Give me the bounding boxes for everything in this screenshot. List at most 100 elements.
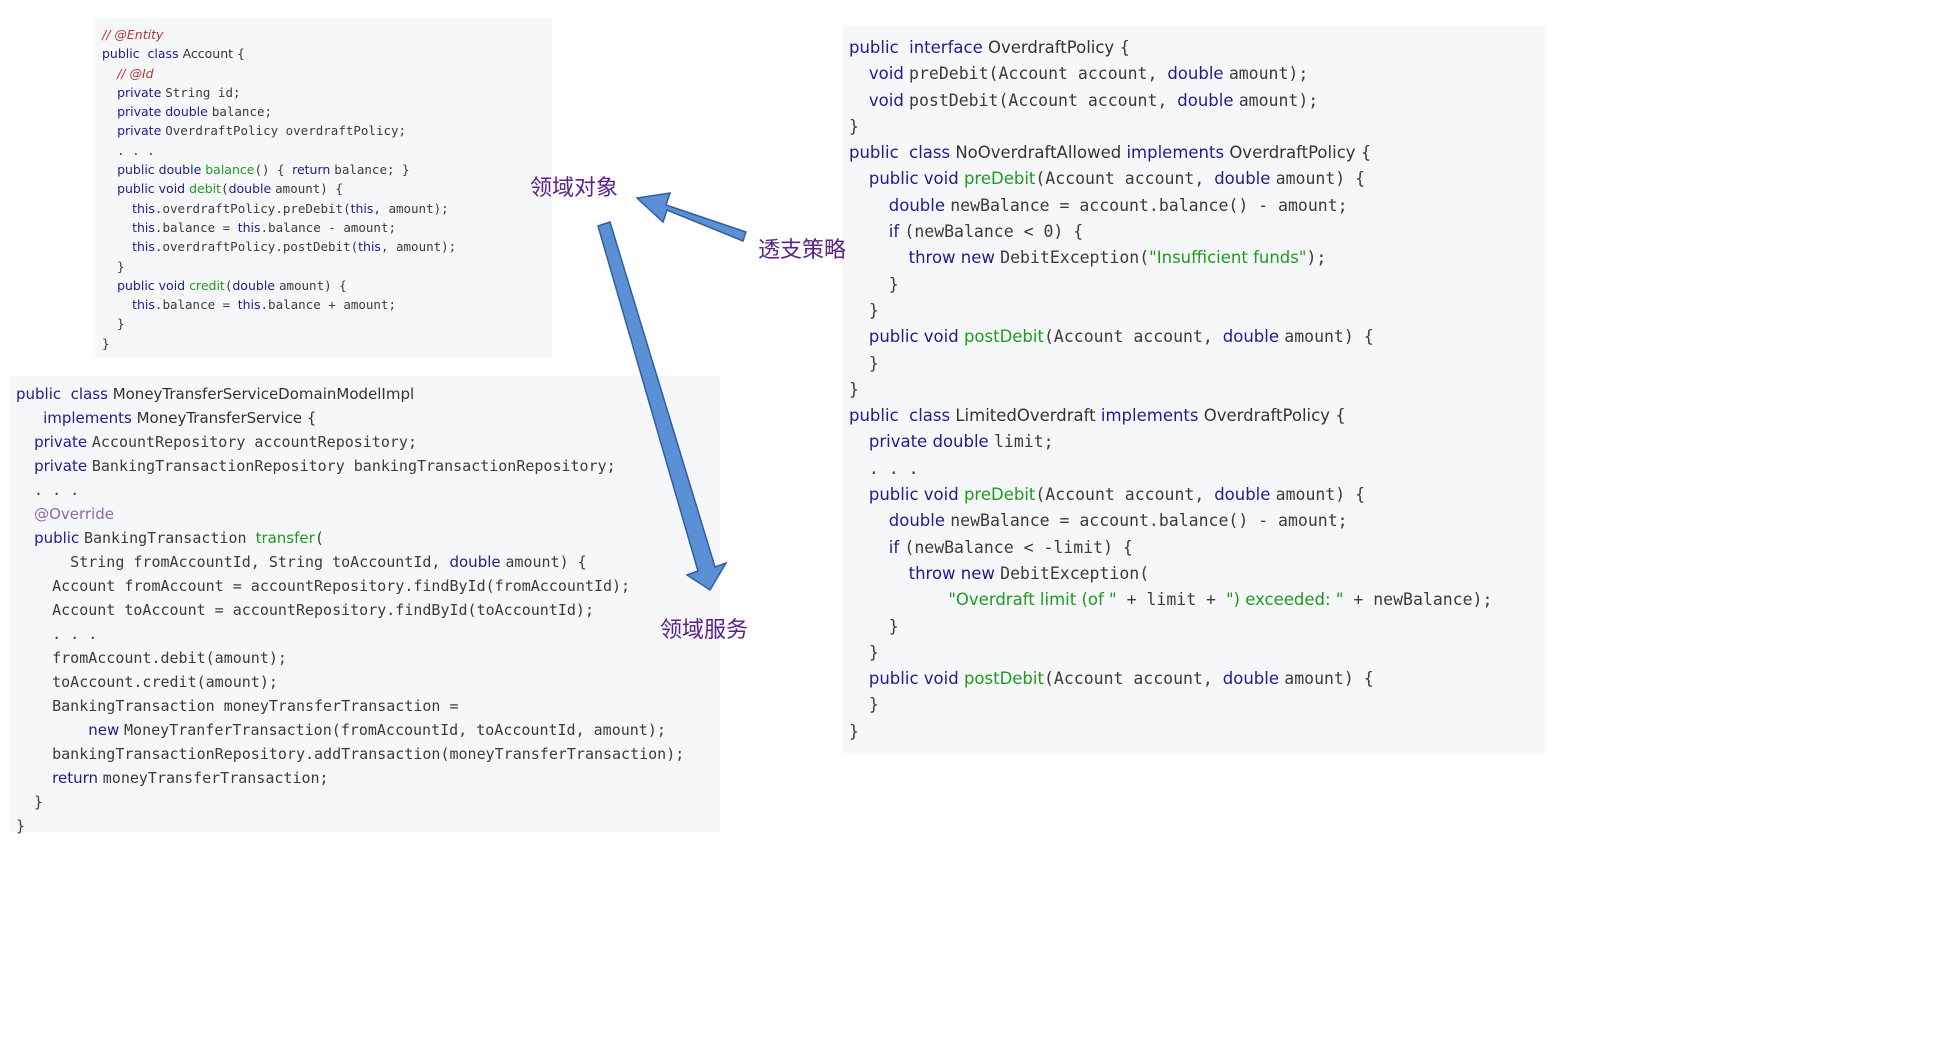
code-token: public: [868, 327, 924, 347]
code-token: debit: [189, 181, 222, 197]
code-token: if: [888, 537, 905, 557]
code-token: amount) {: [1284, 669, 1374, 689]
code-token: . . .: [849, 458, 919, 478]
code-token: this: [132, 297, 155, 313]
code-token: }: [849, 116, 859, 136]
code-token: "Overdraft limit (of ": [948, 590, 1117, 610]
code-line: . . .: [849, 456, 1492, 482]
code-line: }: [849, 614, 1492, 640]
code-line: }: [16, 814, 684, 838]
code-token: private: [34, 457, 92, 475]
code-token: newBalance = account.balance() - amount;: [950, 511, 1348, 531]
code-token: double: [888, 195, 951, 215]
code-token: DebitException(: [1000, 248, 1150, 268]
code-token: public: [34, 529, 84, 547]
code-token: implements: [43, 409, 137, 427]
code-token: (newBalance < 0) {: [904, 222, 1084, 242]
code-token: this: [237, 219, 261, 235]
code-token: public: [868, 485, 924, 505]
code-line: public void preDebit(Account account, do…: [849, 482, 1492, 508]
code-token: , amount);: [373, 200, 449, 216]
code-token: amount) {: [278, 277, 347, 293]
code-token: // @Entity: [102, 27, 164, 42]
code-line: this.overdraftPolicy.preDebit(this, amou…: [102, 199, 456, 218]
code-token: Account {: [182, 46, 245, 62]
code-token: private: [34, 433, 92, 451]
code-token: public class: [849, 406, 956, 426]
code-token: private: [117, 123, 166, 139]
code-token: () {: [254, 162, 293, 178]
code-token: new: [960, 248, 1001, 268]
code-token: throw: [908, 563, 961, 583]
code-line: }: [16, 790, 684, 814]
code-line: private String id;: [102, 83, 456, 102]
code-token: OverdraftPolicy {: [1203, 406, 1346, 426]
code-token: bankingTransactionRepository.addTransact…: [16, 745, 685, 763]
code-token: String fromAccountId, String toAccountId…: [16, 553, 450, 571]
code-token: double: [1214, 485, 1276, 505]
code-line: new MoneyTranferTransaction(fromAccountI…: [16, 718, 684, 742]
code-token: implements: [1126, 143, 1230, 163]
code-token: }: [849, 642, 879, 662]
code-token: }: [849, 695, 879, 715]
label-domain-service: 领域服务: [660, 618, 749, 643]
code-token: this: [358, 239, 381, 255]
code-token: , amount);: [380, 239, 457, 255]
code-token: postDebit: [963, 669, 1044, 689]
code-token: newBalance = account.balance() - amount;: [950, 195, 1348, 215]
code-line: public void postDebit(Account account, d…: [849, 324, 1492, 350]
code-token: void: [923, 169, 964, 189]
code-token: double: [1222, 327, 1285, 347]
code-token: NoOverdraftAllowed: [955, 143, 1127, 163]
code-line: this.balance = this.balance + amount;: [102, 295, 456, 314]
code-token: void: [923, 669, 964, 689]
code-token: }: [102, 316, 125, 332]
code-token: "Insufficient funds": [1149, 248, 1307, 268]
code-token: void: [158, 181, 190, 197]
code-line: this.overdraftPolicy.postDebit(this, amo…: [102, 237, 456, 256]
overdraft-policy-code-panel: public interface OverdraftPolicy { void …: [843, 26, 1545, 753]
code-token: . . .: [16, 481, 80, 499]
code-token: public class: [102, 46, 183, 62]
code-token: balance;: [211, 104, 273, 120]
code-line: String fromAccountId, String toAccountId…: [16, 550, 684, 574]
code-token: }: [849, 300, 879, 320]
code-token: MoneyTransferServiceDomainModelImpl: [112, 385, 415, 403]
code-token: void: [923, 485, 964, 505]
code-token: amount) {: [1284, 327, 1374, 347]
code-line: void preDebit(Account account, double am…: [849, 61, 1492, 87]
code-token: . . .: [102, 142, 155, 158]
code-token: MoneyTransferService {: [136, 409, 317, 427]
code-line: Account toAccount = accountRepository.fi…: [16, 598, 684, 622]
code-token: (Account account,: [1035, 485, 1215, 505]
code-token: transfer: [255, 529, 315, 547]
money-transfer-service-code: public class MoneyTransferServiceDomainM…: [16, 382, 684, 838]
code-line: // @Id: [102, 64, 456, 83]
code-token: (: [224, 277, 233, 293]
code-token: amount);: [1238, 90, 1319, 110]
code-line: void postDebit(Account account, double a…: [849, 88, 1492, 114]
code-token: OverdraftPolicy overdraftPolicy;: [165, 123, 407, 139]
code-token: preDebit: [963, 169, 1036, 189]
code-token: amount) {: [1275, 169, 1366, 189]
code-token: }: [849, 616, 899, 636]
code-token: }: [849, 721, 859, 741]
code-token: implements: [1100, 406, 1204, 426]
code-token: public: [117, 181, 159, 197]
code-line: throw new DebitException(: [849, 561, 1492, 587]
code-line: }: [849, 692, 1492, 718]
code-token: double: [932, 432, 994, 452]
code-line: public void postDebit(Account account, d…: [849, 666, 1492, 692]
code-line: public void credit(double amount) {: [102, 276, 456, 295]
code-token: . . .: [16, 625, 98, 643]
code-token: ") exceeded: ": [1225, 590, 1344, 610]
code-line: private double limit;: [849, 429, 1492, 455]
code-token: double: [158, 162, 206, 178]
code-token: .balance + amount;: [260, 297, 396, 313]
code-line: "Overdraft limit (of " + limit + ") exce…: [849, 587, 1492, 613]
code-token: void: [868, 90, 910, 110]
code-token: double: [1177, 90, 1239, 110]
code-token: balance: [205, 162, 255, 178]
code-token: private: [868, 432, 933, 452]
